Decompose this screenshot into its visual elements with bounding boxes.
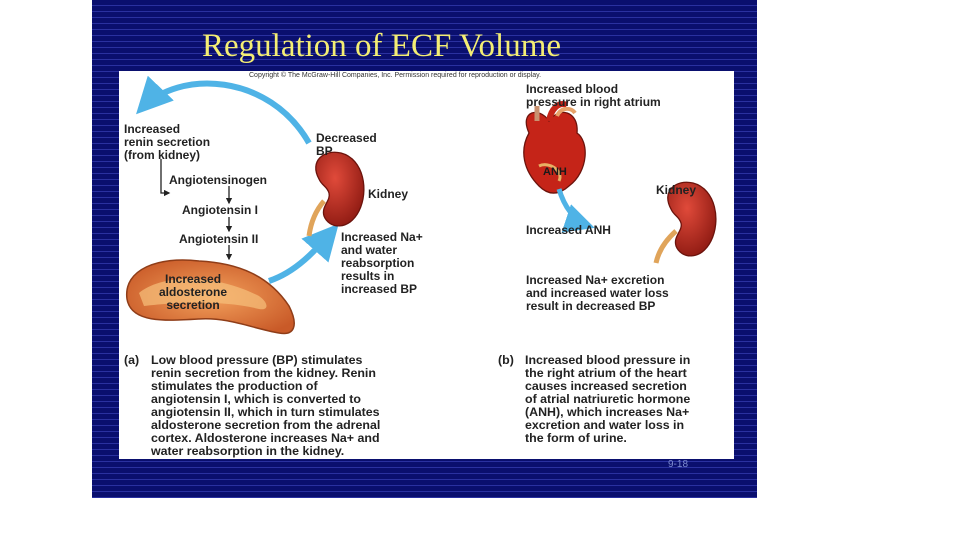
aldosterone-arrow [269,229,334,281]
page-number: 9-18 [668,459,688,470]
angiotensin-2-label: Angiotensin II [179,233,258,246]
caption-a-tag: (a) [124,354,139,367]
angiotensinogen-label: Angiotensinogen [169,174,267,187]
kidney-illustration-a [309,152,364,236]
anh-heart-label: ANH [543,166,567,179]
slide-title: Regulation of ECF Volume [92,28,757,65]
cascade-arrow-1 [161,159,169,193]
caption-b-tag: (b) [498,354,514,367]
increased-anh-label: Increased ANH [526,224,611,237]
heart-illustration [524,104,585,193]
anh-arrow [559,189,589,226]
copyright-notice: Copyright © The McGraw-Hill Companies, I… [249,72,541,79]
figure-panel: Copyright © The McGraw-Hill Companies, I… [119,71,734,459]
kidney-label-a: Kidney [368,188,408,201]
kidney-label-b: Kidney [656,184,696,197]
angiotensin-1-label: Angiotensin I [182,204,258,217]
